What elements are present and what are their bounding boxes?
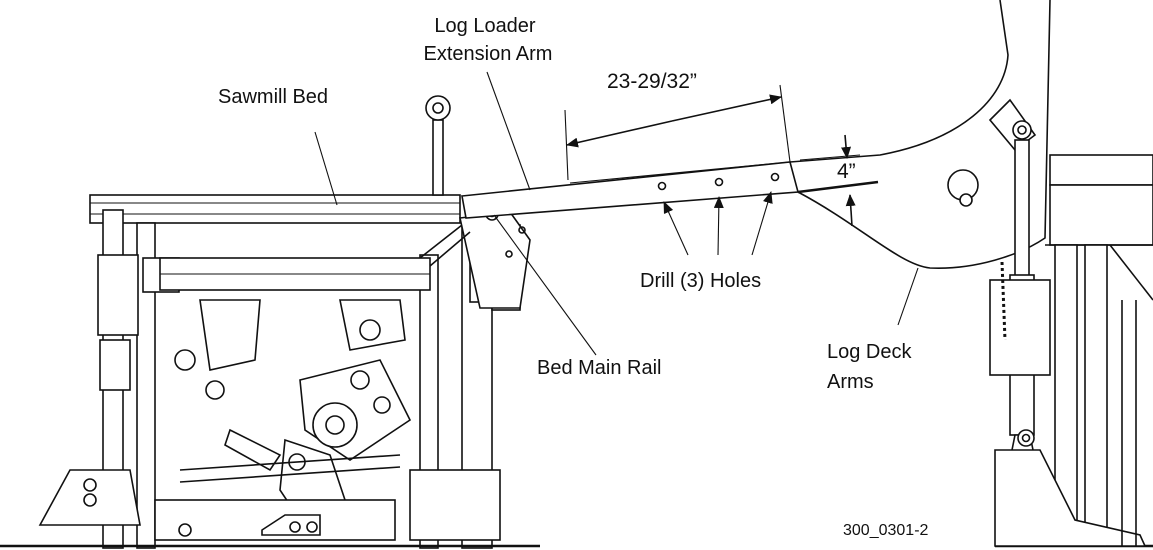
extension-arm-drawing bbox=[461, 161, 800, 219]
drill-hole bbox=[770, 172, 780, 182]
sawmill-bed-label: Sawmill Bed bbox=[218, 86, 328, 108]
length-dimension-label: 23-29/32” bbox=[607, 70, 697, 93]
drill-holes-label: Drill (3) Holes bbox=[640, 270, 761, 292]
height-dimension-label: 4” bbox=[837, 160, 856, 183]
drill-hole bbox=[657, 181, 667, 191]
log-loader-label-line1: Log Loader bbox=[434, 15, 536, 37]
log-loader-label-line2: Extension Arm bbox=[424, 43, 553, 65]
log-deck-label-line2: Arms bbox=[827, 371, 874, 393]
dimension-height bbox=[797, 134, 879, 227]
log-deck-arms-drawing bbox=[789, 0, 1153, 547]
log-deck-label-line1: Log Deck bbox=[827, 341, 912, 363]
sawmill-bed-drawing bbox=[0, 95, 1153, 549]
dimension-length bbox=[564, 84, 791, 181]
bed-main-rail-label: Bed Main Rail bbox=[537, 357, 662, 379]
leader-lines bbox=[314, 71, 919, 356]
drill-hole bbox=[714, 177, 724, 187]
drawing-number: 300_0301-2 bbox=[843, 522, 929, 539]
